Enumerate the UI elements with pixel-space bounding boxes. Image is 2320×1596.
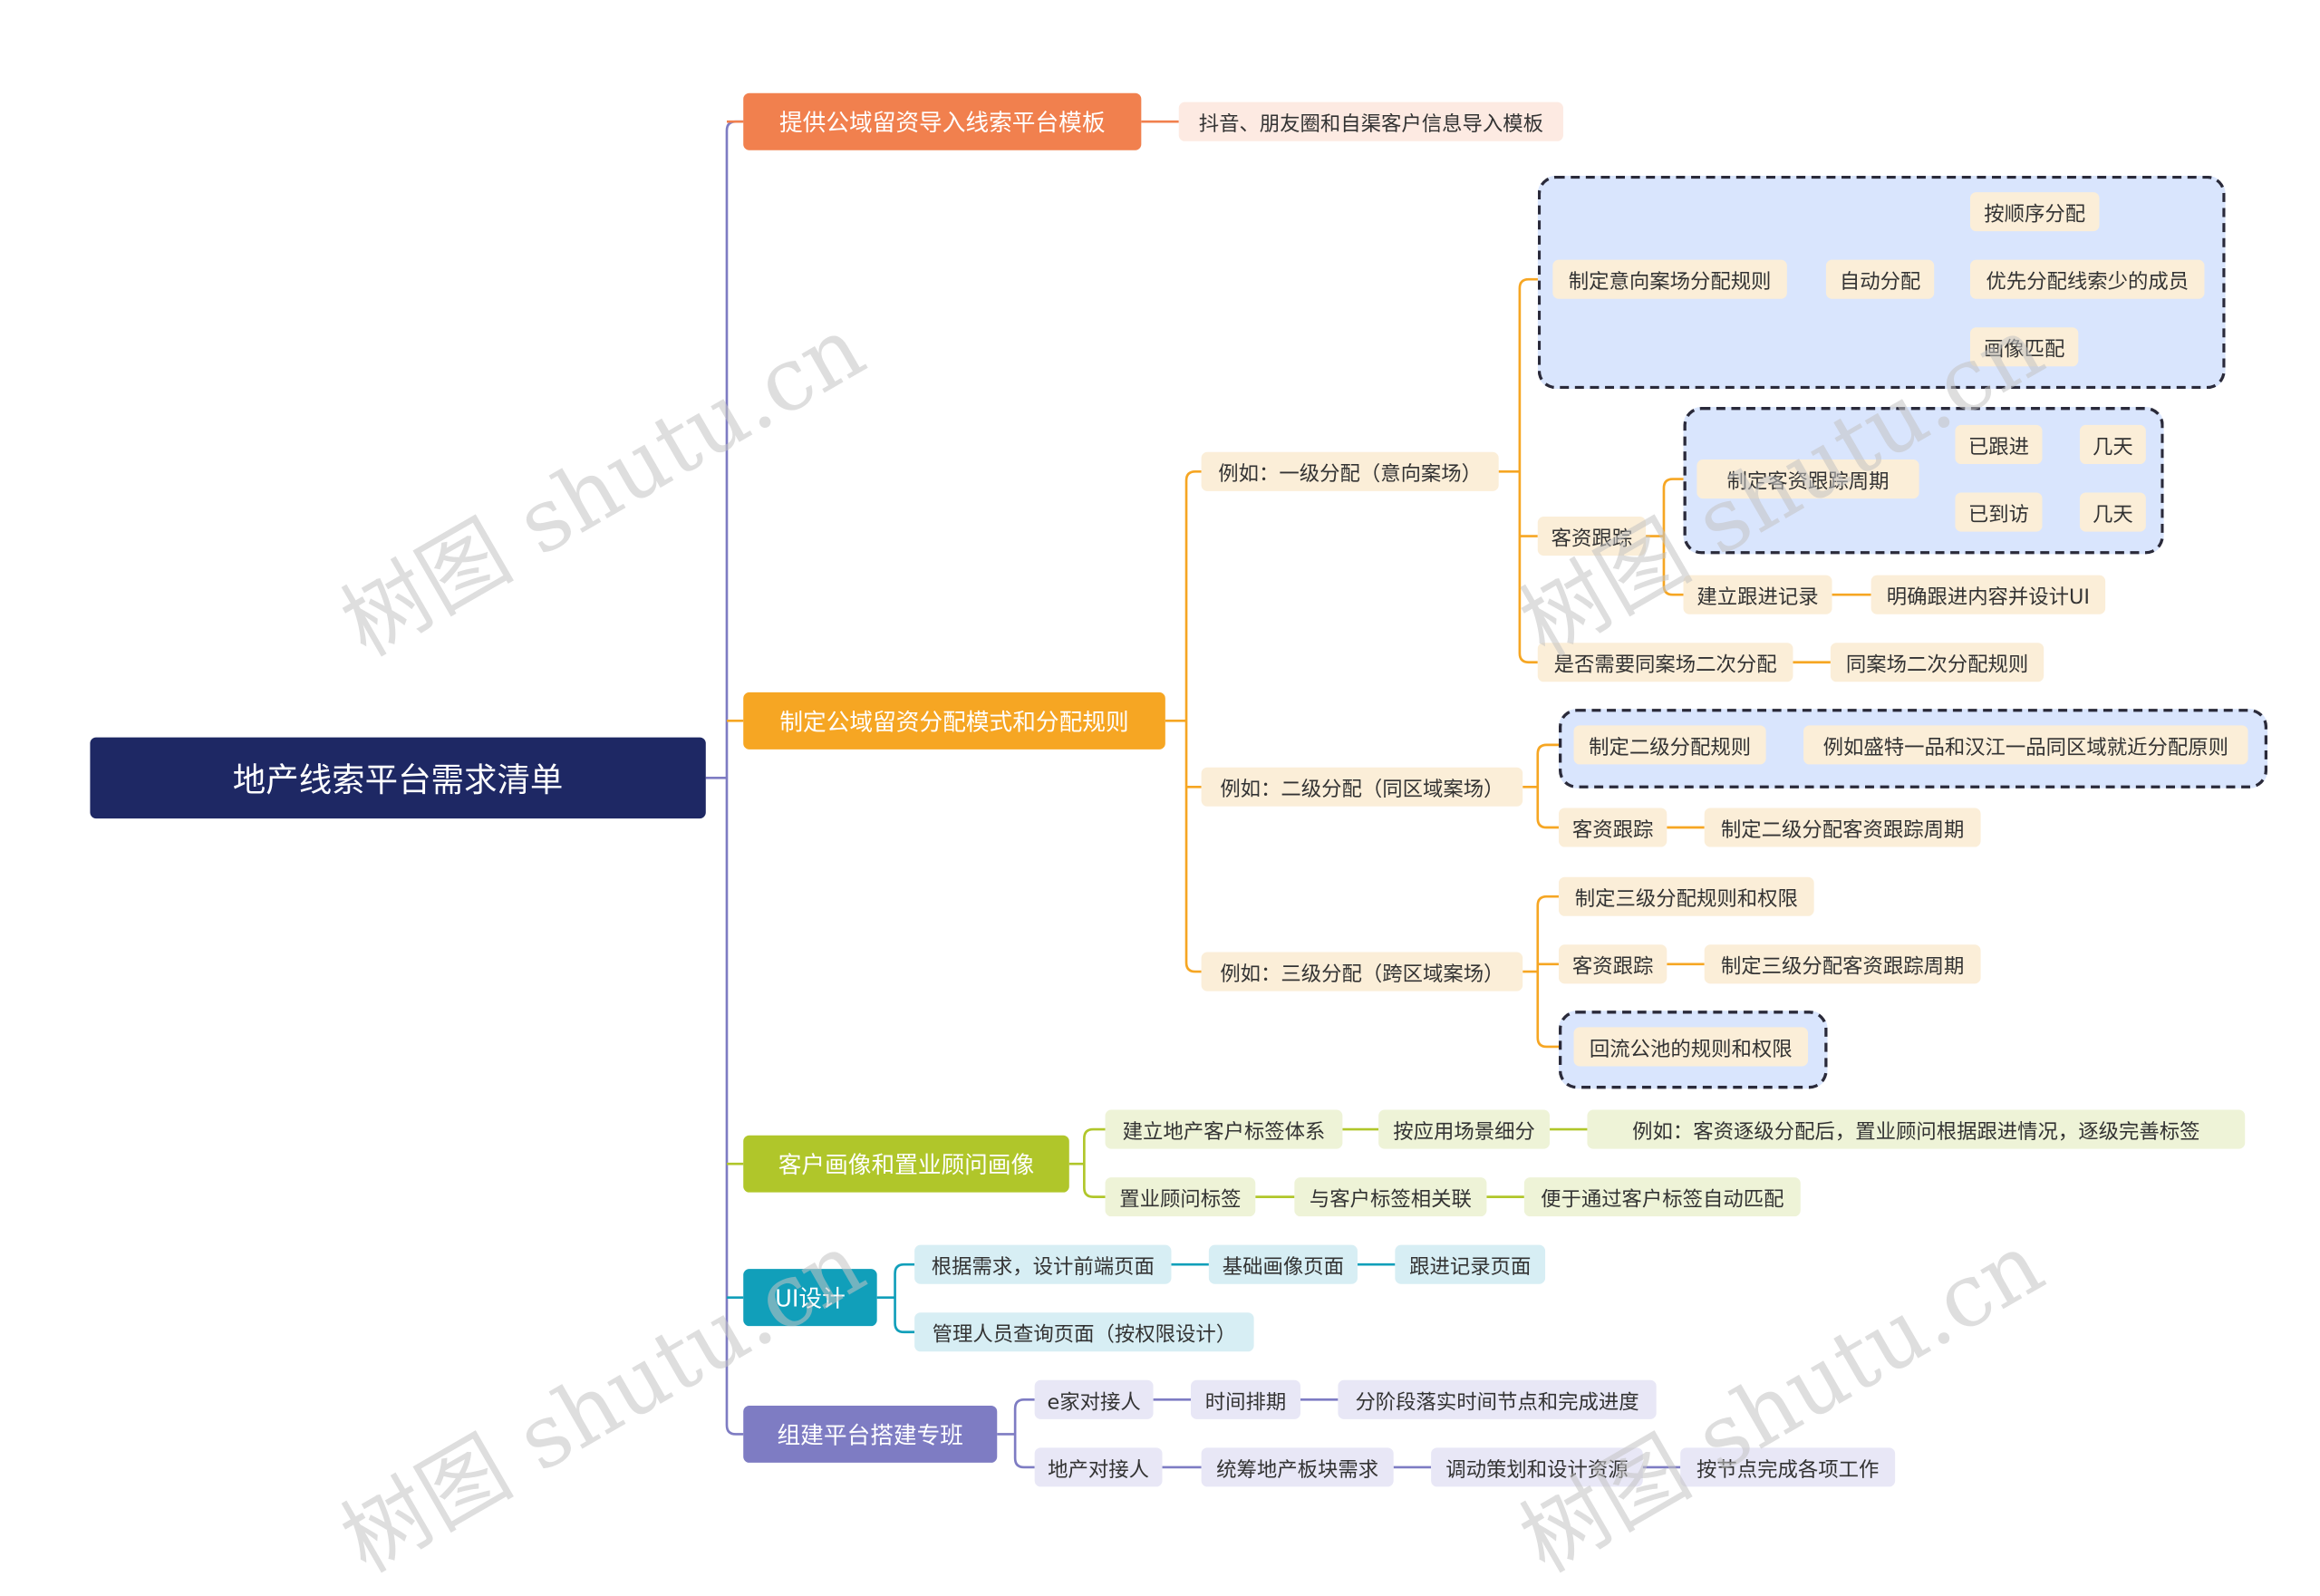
second-allocation-question[interactable]: 是否需要同案场二次分配	[1537, 643, 1793, 682]
level3-followup[interactable]: 客资跟踪	[1558, 944, 1668, 984]
complete-tasks[interactable]: 按节点完成各项工作	[1680, 1447, 1896, 1487]
visited-days[interactable]: 几天	[2079, 492, 2146, 532]
level3-rule[interactable]: 制定三级分配规则和权限	[1558, 876, 1814, 916]
consultant-tag[interactable]: 置业顾问标签	[1105, 1177, 1256, 1217]
branch-platform-team[interactable]: 组建平台搭建专班	[743, 1405, 998, 1463]
auto-allocation[interactable]: 自动分配	[1825, 259, 1935, 299]
branch-allocation-rules[interactable]: 制定公域留资分配模式和分配规则	[743, 692, 1165, 750]
design-resources[interactable]: 调动策划和设计资源	[1431, 1447, 1643, 1487]
auto-option-portrait-match[interactable]: 画像匹配	[1969, 327, 2079, 367]
ehome-contact[interactable]: e家对接人	[1034, 1379, 1154, 1419]
level1-rule[interactable]: 制定意向案场分配规则	[1552, 259, 1787, 299]
level3-allocation[interactable]: 例如：三级分配（跨区域案场）	[1201, 952, 1523, 991]
level1-allocation[interactable]: 例如：一级分配（意向案场）	[1201, 451, 1499, 491]
level2-followup-cycle[interactable]: 制定二级分配客资跟踪周期	[1704, 808, 1981, 847]
branch-import-template[interactable]: 提供公域留资导入线索平台模板	[743, 92, 1142, 150]
time-schedule[interactable]: 时间排期	[1191, 1379, 1300, 1419]
frontend-design[interactable]: 根据需求，设计前端页面	[914, 1244, 1172, 1284]
import-template-detail[interactable]: 抖音、朋友圈和自渠客户信息导入模板	[1178, 102, 1563, 141]
milestone-progress[interactable]: 分阶段落实时间节点和完成进度	[1338, 1379, 1657, 1419]
realty-contact[interactable]: 地产对接人	[1034, 1447, 1163, 1487]
root-topic[interactable]: 地产线索平台需求清单	[90, 737, 706, 819]
realty-requirements[interactable]: 统筹地产板块需求	[1201, 1447, 1394, 1487]
admin-query-page[interactable]: 管理人员查询页面（按权限设计）	[914, 1312, 1254, 1352]
branch-ui-design[interactable]: UI设计	[743, 1269, 877, 1327]
tag-system[interactable]: 建立地产客户标签体系	[1105, 1109, 1343, 1149]
level3-followup-cycle[interactable]: 制定三级分配客资跟踪周期	[1704, 944, 1981, 984]
followup-cycle[interactable]: 制定客资跟踪周期	[1696, 459, 1919, 499]
tag-auto-match[interactable]: 便于通过客户标签自动匹配	[1523, 1177, 1801, 1217]
record-detail[interactable]: 明确跟进内容并设计UI	[1870, 575, 2106, 614]
auto-option-fewest-leads[interactable]: 优先分配线索少的成员	[1969, 259, 2205, 299]
level2-allocation[interactable]: 例如：二级分配（同区域案场）	[1201, 767, 1523, 807]
public-pool-rule[interactable]: 回流公池的规则和权限	[1573, 1027, 1809, 1067]
scene-example[interactable]: 例如：客资逐级分配后，置业顾问根据跟进情况，逐级完善标签	[1587, 1109, 2246, 1149]
second-allocation-rule[interactable]: 同案场二次分配规则	[1830, 643, 2044, 682]
branch-customer-portrait[interactable]: 客户画像和置业顾问画像	[743, 1135, 1069, 1193]
level2-rule-example[interactable]: 例如盛特一品和汉江一品同区域就近分配原则	[1803, 725, 2248, 765]
scene-segmentation[interactable]: 按应用场景细分	[1378, 1109, 1551, 1149]
followup-record[interactable]: 建立跟进记录	[1683, 575, 1832, 614]
level2-followup[interactable]: 客资跟踪	[1558, 808, 1668, 847]
basic-portrait-page[interactable]: 基础画像页面	[1208, 1244, 1358, 1284]
followed-days[interactable]: 几天	[2079, 424, 2146, 465]
mind-map-canvas: 地产线索平台需求清单 提供公域留资导入线索平台模板 制定公域留资分配模式和分配规…	[90, 92, 2268, 1592]
level1-followup[interactable]: 客资跟踪	[1537, 517, 1647, 556]
status-visited[interactable]: 已到访	[1955, 492, 2043, 532]
auto-option-sequential[interactable]: 按顺序分配	[1969, 192, 2100, 232]
tag-relation[interactable]: 与客户标签相关联	[1294, 1177, 1487, 1217]
followup-record-page[interactable]: 跟进记录页面	[1395, 1244, 1546, 1284]
level2-rule[interactable]: 制定二级分配规则	[1573, 725, 1766, 765]
status-followed[interactable]: 已跟进	[1955, 424, 2043, 465]
